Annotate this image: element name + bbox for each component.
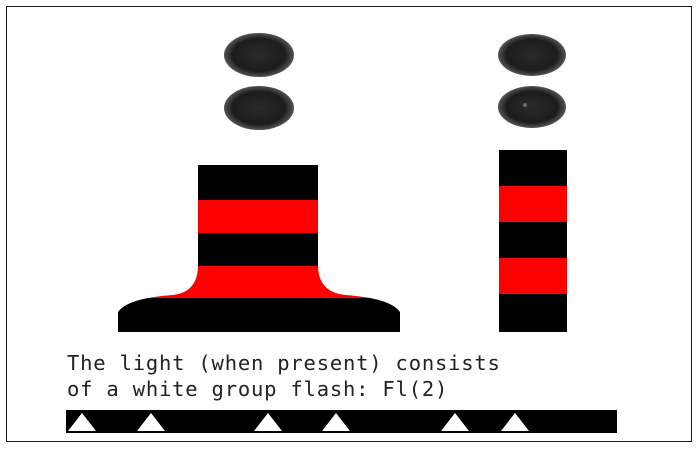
pillar-band-3 (100, 233, 420, 266)
pillar-band-4 (100, 266, 420, 298)
sphere-highlight (523, 103, 527, 107)
pillar-band-2 (100, 200, 420, 233)
spar-band-1 (499, 150, 567, 186)
pillar-buoy (100, 165, 420, 338)
pillar-topmark (224, 33, 294, 130)
spar-band-3 (499, 222, 567, 258)
pillar-band-1 (100, 165, 420, 200)
sphere-icon (498, 86, 566, 128)
light-description-line-1: The light (when present) consists (67, 351, 501, 375)
sphere-icon (224, 33, 294, 77)
pillar-band-5 (100, 298, 420, 338)
spar-band-2 (499, 186, 567, 222)
light-rhythm-bar (66, 410, 617, 433)
sphere-icon (224, 86, 294, 130)
sphere-icon (498, 34, 566, 76)
spar-band-4 (499, 258, 567, 294)
spar-buoy (499, 150, 567, 332)
light-description: The light (when present) consists of a w… (67, 350, 501, 402)
light-description-line-2: of a white group flash: Fl(2) (67, 377, 448, 401)
spar-topmark (498, 34, 566, 128)
spar-band-5 (499, 294, 567, 332)
